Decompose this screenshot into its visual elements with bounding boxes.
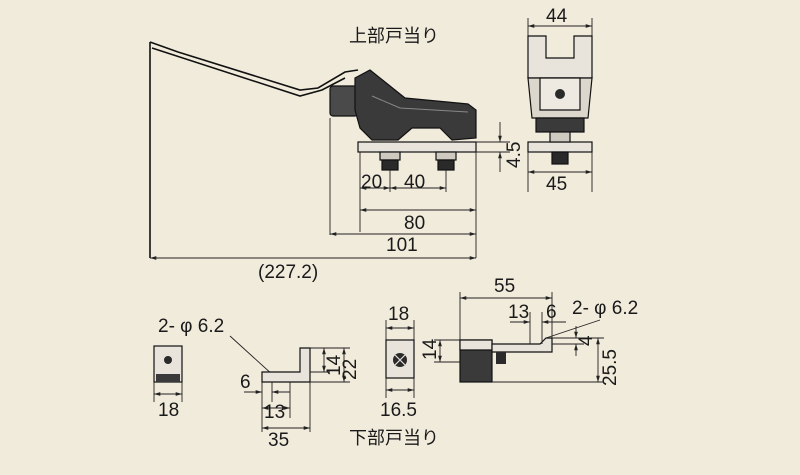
front-body xyxy=(535,117,585,133)
leader-line xyxy=(229,335,275,377)
dim-14-mid: 14 xyxy=(420,338,441,360)
dim-18-left: 18 xyxy=(158,400,179,421)
dim-40: 40 xyxy=(404,172,425,193)
dim-18-mid: 18 xyxy=(388,304,409,325)
body-highlight xyxy=(371,95,469,113)
dim-22: 22 xyxy=(340,359,361,380)
caption-upper: 上部戸当り xyxy=(349,26,439,46)
dim-14: 14 xyxy=(324,354,345,376)
hole-icon xyxy=(164,356,172,364)
dim-20: 20 xyxy=(361,172,382,193)
dim-101: 101 xyxy=(386,235,418,256)
rubber-bumper xyxy=(329,85,359,117)
bolt-right xyxy=(435,151,457,171)
screw-cross xyxy=(394,354,406,366)
stop-body xyxy=(354,69,477,141)
lower-stop-top-view: 18 xyxy=(153,345,183,421)
caption-lower: 下部戸当り xyxy=(349,428,439,448)
bolt-left xyxy=(379,151,401,171)
dim-13-right: 13 xyxy=(508,302,529,323)
front-base xyxy=(527,141,593,153)
leader-line xyxy=(545,319,601,339)
dim-13: 13 xyxy=(264,402,285,423)
top-clamp xyxy=(527,35,593,79)
right-bracket xyxy=(491,337,553,353)
l-bracket xyxy=(261,347,311,383)
plate-edge xyxy=(156,374,180,382)
dim-55: 55 xyxy=(494,276,515,297)
upper-stop-front-view: 44 45 xyxy=(527,6,593,195)
dim-35: 35 xyxy=(268,430,289,451)
front-bolt-nut xyxy=(551,151,569,165)
screw-icon xyxy=(555,89,565,99)
base-plate xyxy=(357,141,477,153)
dim-227: (227.2) xyxy=(258,262,318,283)
dim-44: 44 xyxy=(546,6,568,27)
dim-25-5: 25.5 xyxy=(600,349,621,386)
dim-16-5: 16.5 xyxy=(380,400,417,421)
dim-6: 6 xyxy=(240,372,251,393)
door-arm-lower xyxy=(151,47,346,97)
lower-stop-front-view: 18 16.5 xyxy=(380,304,417,421)
dim-80: 80 xyxy=(404,213,425,234)
lower-stop-right-view: 14 55 13 6 2- φ 6.2 4 25.5 xyxy=(420,276,638,386)
hole-spec-left: 2- φ 6.2 xyxy=(158,316,224,337)
dim-4-5: 4.5 xyxy=(504,142,525,168)
door-arm-upper xyxy=(149,41,359,91)
stop-block-top xyxy=(459,339,493,351)
hole-spec-right: 2- φ 6.2 xyxy=(572,298,638,319)
right-bolt xyxy=(496,352,506,364)
upper-stop-side-view: 20 40 80 101 (227.2) 4.5 xyxy=(149,41,525,283)
dim-4: 4 xyxy=(576,335,597,346)
dim-45: 45 xyxy=(546,174,567,195)
dim-6-right: 6 xyxy=(546,302,557,323)
front-bolt-head xyxy=(549,131,571,143)
lower-stop-side-view: 6 13 35 14 22 xyxy=(240,347,361,451)
